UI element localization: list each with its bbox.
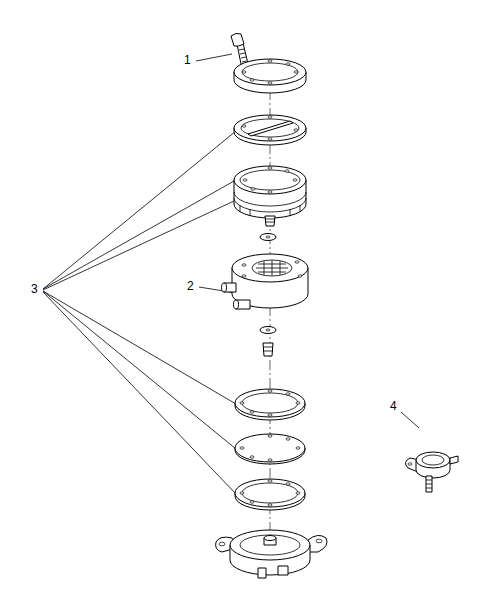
valve-body xyxy=(234,166,306,218)
gasket xyxy=(235,479,305,510)
center-line xyxy=(270,90,271,540)
top-cover xyxy=(234,59,306,93)
gasket xyxy=(234,115,306,145)
callout-number: 1 xyxy=(184,54,191,66)
pump-body xyxy=(222,254,309,309)
check-valve xyxy=(260,327,276,357)
leader-lines xyxy=(43,54,419,494)
check-valve xyxy=(260,216,276,241)
pump-base xyxy=(216,530,327,578)
gasket xyxy=(235,389,305,420)
assembled-fuel-pump xyxy=(405,452,458,492)
diaphragm xyxy=(235,434,305,464)
callout-number: 2 xyxy=(187,280,194,292)
callout-number: 4 xyxy=(390,400,397,412)
callout-number: 3 xyxy=(31,283,38,295)
